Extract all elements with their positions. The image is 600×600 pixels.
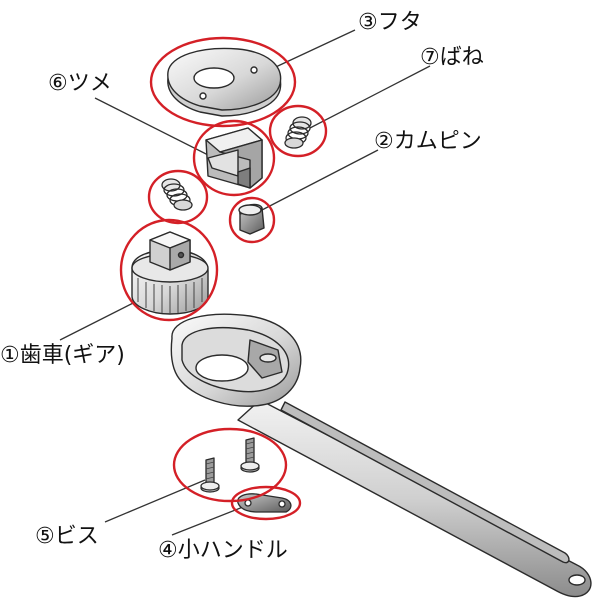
- highlight-pawl: [192, 119, 276, 197]
- highlight-spring-lower: [147, 169, 209, 225]
- highlight-spring-top: [268, 104, 328, 158]
- screw-right-part: [240, 437, 260, 473]
- highlight-cam-pin: [228, 196, 276, 244]
- leader-spring-top: [309, 65, 431, 129]
- cam-pin-part: [238, 203, 265, 235]
- label-gear: ①歯車(ギア): [0, 343, 125, 368]
- pawl-part: [205, 127, 263, 189]
- label-pawl: ⑥ツメ: [48, 71, 112, 96]
- leader-cam-pin: [261, 149, 379, 211]
- label-screws: ⑤ビス: [35, 524, 99, 549]
- leader-lid: [264, 29, 356, 73]
- label-cam-pin: ②カムピン: [374, 129, 482, 154]
- highlight-small-handle: [230, 485, 302, 521]
- highlight-circles: [119, 36, 328, 521]
- screw-left-part: [200, 457, 220, 493]
- gear-part: [131, 231, 209, 315]
- spring-top-part: [284, 116, 312, 149]
- label-small-handle: ④小ハンドル: [158, 538, 288, 563]
- small-handle-part: [237, 493, 292, 513]
- highlight-gear: [119, 218, 219, 322]
- leader-lines: [59, 29, 431, 536]
- label-spring-top: ⑦ばね: [420, 45, 484, 70]
- gear-teeth: [137, 278, 203, 314]
- highlight-screws: [172, 427, 288, 503]
- ratchet-handle: [170, 313, 592, 598]
- lid-part: [167, 47, 282, 117]
- highlight-lid: [149, 36, 297, 128]
- leader-pawl: [94, 97, 223, 163]
- spring-lower-part: [161, 178, 193, 211]
- leader-small-handle: [171, 504, 249, 536]
- leader-screws: [104, 479, 206, 523]
- label-lid: ③フタ: [358, 10, 422, 35]
